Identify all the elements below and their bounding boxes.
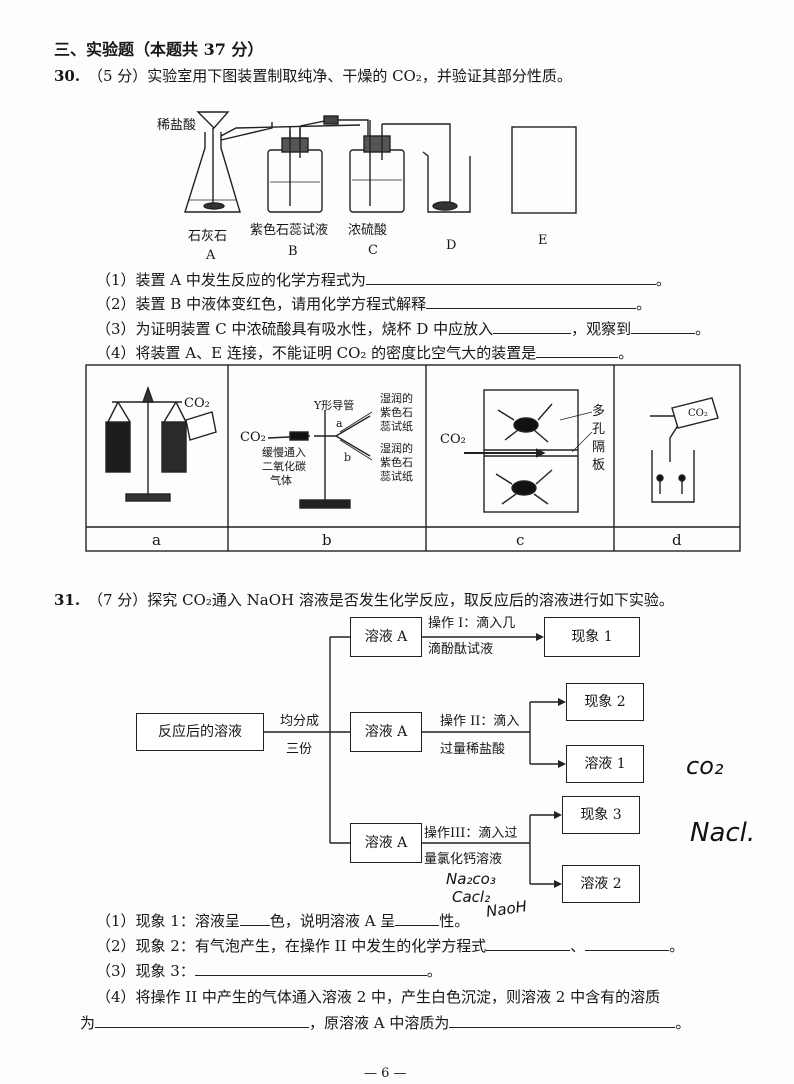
opt-b-slow3: 气体 <box>270 474 292 487</box>
q30-sub1: （1）装置 A 中发生反应的化学方程式为。 <box>96 269 671 289</box>
flow-sol-a-2: 溶液 A <box>350 712 422 752</box>
opt-a-co2: CO₂ <box>184 396 210 411</box>
section-title: 三、实验题（本题共 37 分） <box>54 40 264 59</box>
q30-sub2: （2）装置 B 中液体变红色，请用化学方程式解释。 <box>96 293 652 313</box>
flow-op1b: 滴酚酞试液 <box>428 642 494 657</box>
flow-phenomenon-1: 现象 1 <box>544 617 640 657</box>
opt-label-a: a <box>152 531 161 549</box>
page-number: — 6 — <box>364 1066 407 1081</box>
b-content: 紫色石蕊试液 <box>250 223 329 238</box>
flow-op2a: 操作 II：滴入 <box>440 714 520 729</box>
label-e: E <box>538 233 548 248</box>
q30-sub3: （3）为证明装置 C 中浓硫酸具有吸水性，烧杯 D 中应放入，观察到。 <box>96 318 711 338</box>
opt-b-a: a <box>336 417 343 430</box>
opt-label-d: d <box>672 531 682 549</box>
q30-sub4-blank[interactable] <box>536 342 619 358</box>
opt-c-co2: CO₂ <box>440 432 466 447</box>
q30-stem: （5 分）实验室用下图装置制取纯净、干燥的 CO₂，并验证其部分性质。 <box>88 67 572 85</box>
q31-sub1: （1）现象 1：溶液呈色，说明溶液 A 呈性。 <box>96 910 470 930</box>
opt-b-paper1a: 湿润的 <box>380 392 413 405</box>
option-d-pouring <box>650 397 719 503</box>
bottle-b <box>267 126 323 213</box>
q31-sub3-blank[interactable] <box>194 960 427 976</box>
opt-label-b: b <box>322 531 332 549</box>
q31-sub4-blank2[interactable] <box>449 1012 676 1028</box>
c-content: 浓硫酸 <box>348 223 388 238</box>
opt-c-board3: 隔 <box>592 440 606 455</box>
opt-b-paper2c: 蕊试纸 <box>380 470 413 483</box>
q30-number: 30. <box>54 67 81 85</box>
option-c-box <box>464 389 593 513</box>
label-a: A <box>206 248 216 263</box>
label-d: D <box>446 238 457 253</box>
q31-sub4: （4）将操作 II 中产生的气体通入溶液 2 中，产生白色沉淀，则溶液 2 中含… <box>96 988 661 1006</box>
flow-op3b: 量氯化钙溶液 <box>424 852 503 867</box>
q30-sub3-blank2[interactable] <box>631 318 696 334</box>
q30-sub2-blank[interactable] <box>426 293 637 309</box>
opt-b-b: b <box>344 451 352 464</box>
q31-sub4-blank1[interactable] <box>95 1012 310 1028</box>
flow-split2: 三份 <box>286 742 313 757</box>
opt-b-slow1: 缓慢通入 <box>262 446 306 459</box>
q31-stem: （7 分）探究 CO₂通入 NaOH 溶液是否发生化学反应，取反应后的溶液进行如… <box>88 591 674 609</box>
opt-b-paper1b: 紫色石 <box>380 406 413 419</box>
q30-sub3-blank1[interactable] <box>493 318 572 334</box>
flow-solution-2: 溶液 2 <box>562 865 640 903</box>
flow-split1: 均分成 <box>280 714 320 729</box>
option-a-balance <box>105 385 217 502</box>
q31-sub2-blank1[interactable] <box>486 935 571 951</box>
flow-start: 反应后的溶液 <box>136 713 264 751</box>
opt-b-co2: CO₂ <box>240 430 266 445</box>
handwritten-na2co3: Na₂co₃ <box>446 870 496 888</box>
opt-c-board2: 孔 <box>592 422 606 437</box>
acid-label: 稀盐酸 <box>157 118 197 133</box>
q31-sub2: （2）现象 2：有气泡产生，在操作 II 中发生的化学方程式、。 <box>96 935 685 955</box>
handwritten-cacl2: Cacl₂ <box>452 888 491 906</box>
opt-b-tube: Y形导管 <box>314 399 355 412</box>
opt-c-board1: 多 <box>592 404 606 419</box>
q30-sub4: （4）将装置 A、E 连接，不能证明 CO₂ 的密度比空气大的装置是。 <box>96 342 634 362</box>
opt-label-c: c <box>516 531 525 549</box>
a-content: 石灰石 <box>188 229 228 244</box>
opt-b-slow2: 二氧化碳 <box>262 460 306 473</box>
opt-b-paper2b: 紫色石 <box>380 456 413 469</box>
box-e <box>511 126 577 214</box>
opt-c-board4: 板 <box>592 458 606 473</box>
q31-sub1-blank1[interactable] <box>239 910 270 926</box>
handwritten-co2: co₂ <box>686 752 724 780</box>
label-b: B <box>288 244 298 259</box>
q31-sub1-blank2[interactable] <box>395 910 440 926</box>
beaker-d <box>422 151 471 213</box>
flow-op1a: 操作 I：滴入几 <box>428 616 516 631</box>
opt-b-paper2a: 湿润的 <box>380 442 413 455</box>
flow-phenomenon-2: 现象 2 <box>566 683 644 721</box>
q31-number: 31. <box>54 591 81 609</box>
bottle-c <box>349 120 451 213</box>
q31-sub4-line2: 为，原溶液 A 中溶质为。 <box>80 1012 691 1032</box>
flow-sol-a-3: 溶液 A <box>350 823 422 863</box>
opt-d-co2: CO₂ <box>688 408 708 419</box>
q31-sub2-blank2[interactable] <box>585 935 670 951</box>
opt-b-paper1c: 蕊试纸 <box>380 420 413 433</box>
option-b-ytube <box>267 410 373 509</box>
label-c: C <box>368 243 378 258</box>
flask-a <box>184 111 273 213</box>
flow-phenomenon-3: 现象 3 <box>562 796 640 834</box>
handwritten-nacl: Nacl. <box>690 818 756 848</box>
flow-op3a: 操作III：滴入过 <box>424 826 518 841</box>
flow-sol-a-1: 溶液 A <box>350 617 422 657</box>
flow-solution-1: 溶液 1 <box>566 745 644 783</box>
q31-sub3: （3）现象 3：。 <box>96 960 442 980</box>
q30-sub1-blank[interactable] <box>365 269 656 285</box>
flow-op2b: 过量稀盐酸 <box>440 742 506 757</box>
